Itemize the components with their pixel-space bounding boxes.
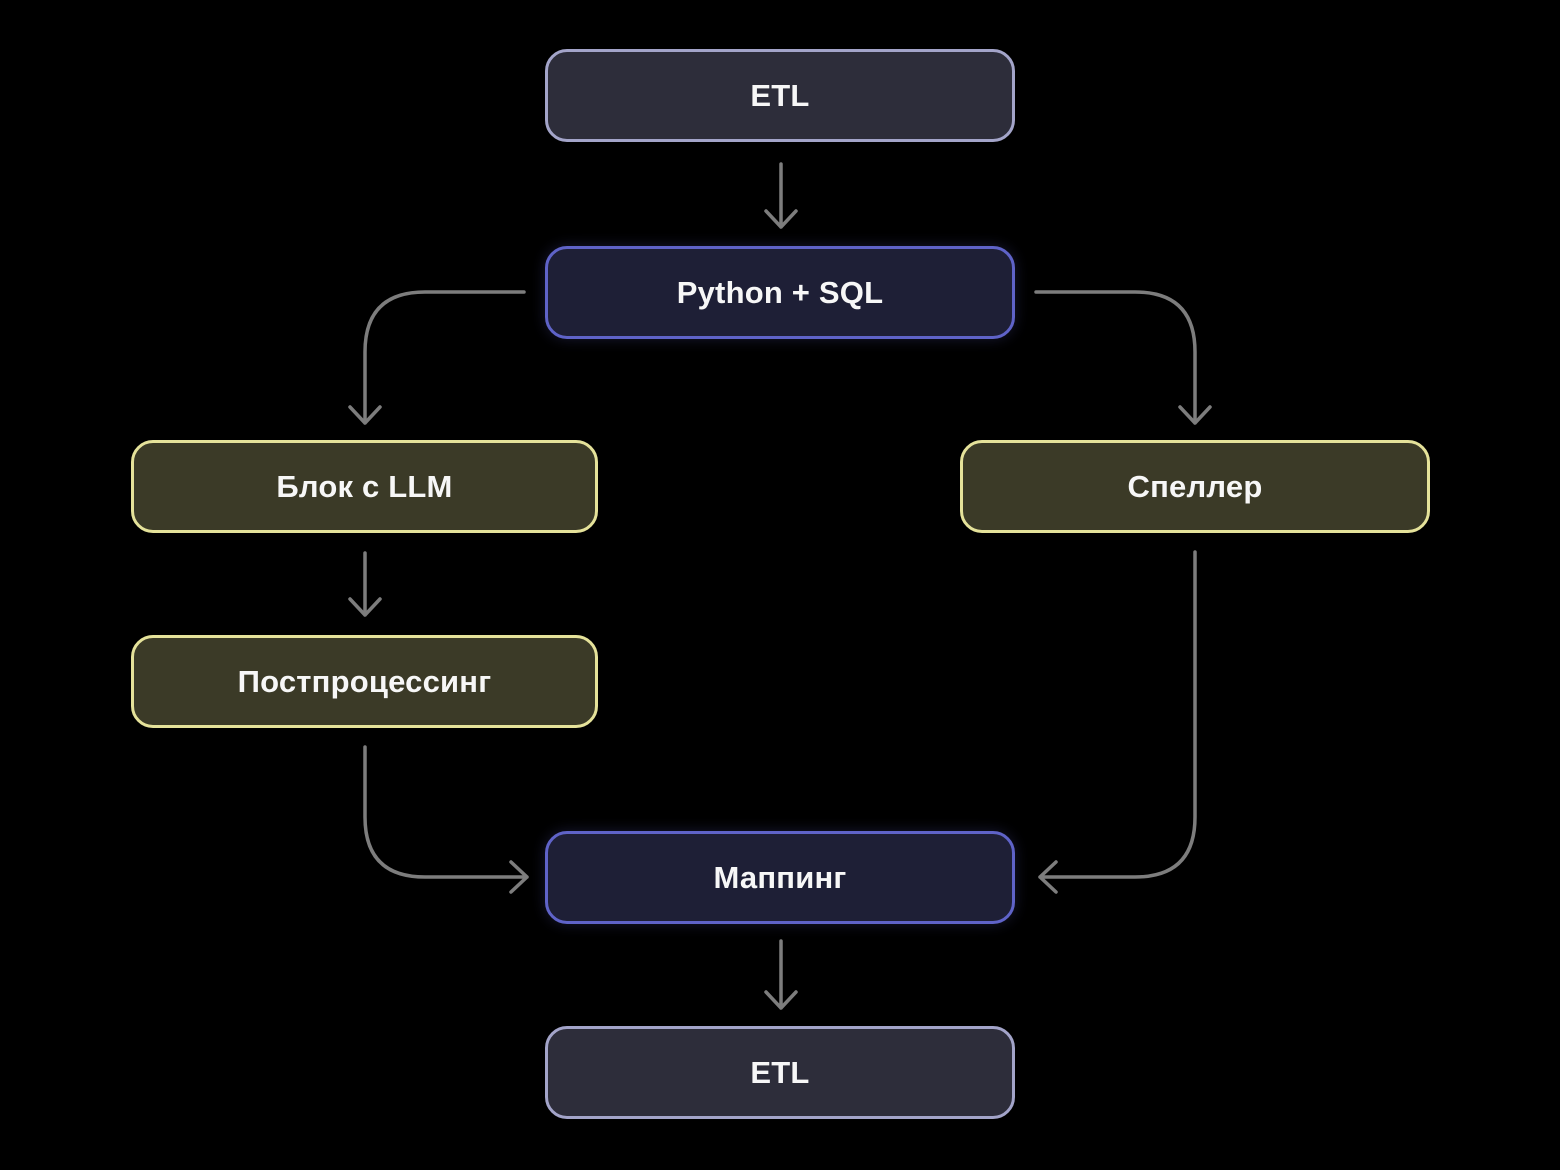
node-speller: Спеллер xyxy=(960,440,1430,533)
node-postprocessing-label: Постпроцессинг xyxy=(237,663,492,699)
node-python-sql-label: Python + SQL xyxy=(676,274,884,310)
edge-postprocessing-to-mapping xyxy=(363,745,529,894)
node-mapping: Маппинг xyxy=(545,831,1015,924)
node-etl-bottom: ETL xyxy=(545,1026,1015,1119)
node-etl-top-label: ETL xyxy=(750,77,810,113)
edge-python-sql-to-speller xyxy=(1034,290,1212,425)
node-etl-top: ETL xyxy=(545,49,1015,142)
edge-python-sql-to-llm-block xyxy=(348,290,526,425)
edge-llm-block-to-postprocessing xyxy=(348,551,382,617)
node-mapping-label: Маппинг xyxy=(713,859,847,895)
edge-speller-to-mapping xyxy=(1038,550,1197,894)
node-llm-block: Блок с LLM xyxy=(131,440,598,533)
node-speller-label: Спеллер xyxy=(1127,468,1263,504)
edge-etl-top-to-python-sql xyxy=(764,162,798,229)
node-etl-bottom-label: ETL xyxy=(750,1054,810,1090)
edge-mapping-to-etl-bottom xyxy=(764,939,798,1010)
node-llm-block-label: Блок с LLM xyxy=(276,468,453,504)
node-python-sql: Python + SQL xyxy=(545,246,1015,339)
node-postprocessing: Постпроцессинг xyxy=(131,635,598,728)
